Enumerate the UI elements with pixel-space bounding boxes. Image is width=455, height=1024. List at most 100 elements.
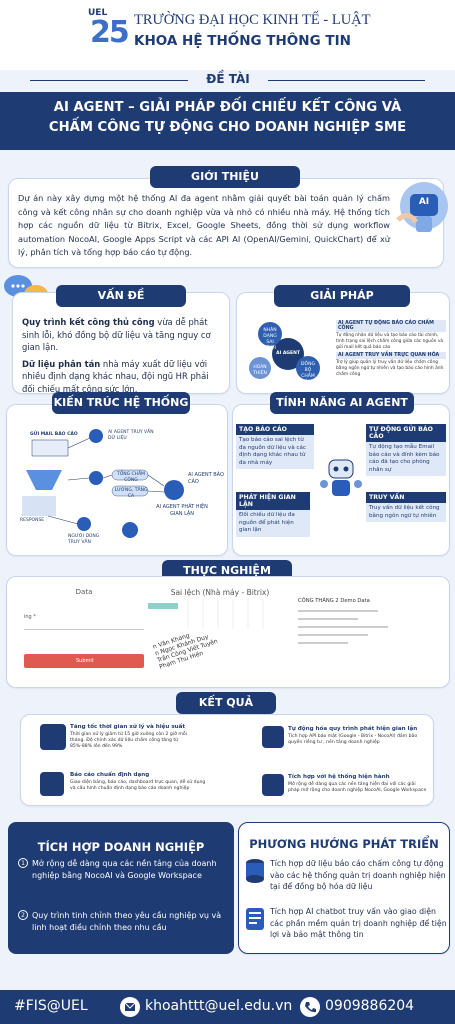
ai-robot-illustration: AI [394, 180, 450, 238]
feature2-title: TỰ ĐỘNG GỬI BÁO CÁO [366, 424, 446, 442]
result1-text: Thời gian xử lý giảm từ 15 giờ xuống còn… [70, 732, 187, 749]
result1-title: Tăng tốc thời gian xử lý và hiệu suất [70, 724, 186, 730]
topic-label: ĐỀ TÀI [188, 72, 268, 86]
feature1-title: TẠO BÁO CÁO [236, 424, 314, 435]
footer-hashtag: #FIS@UEL [14, 998, 88, 1014]
footer-phone[interactable]: 0909886204 [325, 998, 415, 1014]
integration-icon [262, 774, 284, 796]
chart-title: Sai lệch (Nhà máy - Bitrix) [170, 588, 270, 597]
topic-title-line1: AI AGENT – GIẢI PHÁP ĐỐI CHIẾU KẾT CÔNG … [53, 100, 402, 115]
solution-diagram: AI AGENT NHẬN DẠNG SAI LỆCH HOÀN THIỆN Đ… [242, 318, 334, 388]
automation-icon [262, 726, 284, 748]
future-item-2: Tích hợp AI chatbot truy vấn vào giao di… [244, 906, 448, 941]
feature-auto-send: TỰ ĐỘNG GỬI BÁO CÁO Tự động tạo mẫu Emai… [366, 424, 446, 476]
ai-badge: AI [418, 197, 430, 207]
problem-p1-rest: vừa dễ phát sinh lỗi, khó đồng bộ dữ liệ… [22, 317, 211, 352]
problem-card [12, 292, 230, 394]
sheet-title: CÔNG THÁNG 2 Demo Data [298, 598, 370, 604]
future-card: PHƯƠNG HƯỚNG PHÁT TRIỂN [238, 822, 450, 954]
result2-text: Tích hợp API báo mật (Google - Bitrix - … [288, 734, 418, 745]
problem-p1-bold: Quy trình kết công thủ công [22, 317, 155, 327]
problem-p2-bold: Dữ liệu phân tán [22, 358, 101, 369]
solution-item-2: AI AGENT TRUY VẤN TRỰC QUAN HÓA Trợ lý g… [336, 352, 446, 378]
form-field-input[interactable] [24, 629, 144, 630]
problem-paragraph-2: Dữ liệu phân tán nhà máy xuất dữ liệu vớ… [22, 358, 222, 396]
future-text-2: Tích hợp AI chatbot truy vấn vào giao di… [270, 907, 447, 939]
experiment-sheet: CÔNG THÁNG 2 Demo Data [298, 598, 444, 682]
result-speed: Tăng tốc thời gian xử lý và hiệu suất Th… [40, 724, 220, 758]
problem-p2-rest: nhà máy xuất dữ liệu với nhiều định dạng… [22, 358, 209, 394]
result4-title: Tích hợp với hệ thống hiện hành [288, 774, 390, 780]
results-title: KẾT QUẢ [176, 692, 276, 714]
integration-item-1: 1 Mở rộng dễ dàng qua các nền tảng của d… [18, 858, 226, 882]
feature3-title: PHÁT HIỆN GIAN LẬN [236, 492, 310, 510]
result3-text: Giao diện bảng, báo cáo, dashboard trực … [70, 780, 206, 791]
feature3-text: Đối chiếu dữ liệu đa nguồn để phát hiện … [236, 510, 310, 537]
topic-banner: AI AGENT – GIẢI PHÁP ĐỐI CHIẾU KẾT CÔNG … [0, 92, 455, 150]
integration-text-1: Mở rộng dễ dàng qua các nền tảng của doa… [32, 859, 217, 880]
result3-title: Báo cáo chuẩn định dạng [70, 772, 150, 778]
experiment-form: Data ing * Submit [24, 588, 144, 682]
arch-label-query-agent: AI AGENT TRUY VẤN DỮ LIỆU [108, 430, 154, 441]
footer-email[interactable]: khoahttt@uel.edu.vn [145, 998, 293, 1014]
intro-text: Dự án này xây dựng một hệ thống AI đa ag… [18, 193, 390, 257]
speed-icon [40, 724, 66, 750]
phone-icon [300, 997, 320, 1017]
result-fraud-automation: Tự động hóa quy trình phát hiện gian lận… [262, 726, 432, 756]
solution-item2-title: AI AGENT TRUY VẤN TRỰC QUAN HÓA [336, 352, 446, 359]
university-name: TRƯỜNG ĐẠI HỌC KINH TẾ - LUẬT [134, 12, 371, 28]
experiment-card [6, 576, 450, 688]
integration-text-2: Quy trình tinh chỉnh theo yêu cầu nghiệp… [32, 911, 222, 932]
future-title: PHƯƠNG HƯỚNG PHÁT TRIỂN [249, 837, 439, 851]
solution-node-1: NHẬN DẠNG SAI LỆCH [263, 328, 277, 351]
arch-label-user-query: NGƯỜI DÙNG TRUY VẤN [68, 534, 100, 545]
footer: #FIS@UEL khoahttt@uel.edu.vn 0909886204 [0, 990, 455, 1024]
robot-icon [318, 454, 364, 504]
feature-query: TRUY VẤN Truy vấn dữ liệu kết công bằng … [366, 492, 446, 522]
result-integration: Tích hợp với hệ thống hiện hành Mở rộng … [262, 774, 432, 804]
topic-title-line2: CHẤM CÔNG TỰ ĐỘNG CHO DOANH NGHIỆP SME [48, 120, 407, 135]
solution-item-1: AI AGENT TỰ ĐỘNG BÁO CÁO CHẤM CÔNG Tự độ… [336, 320, 446, 351]
form-title: Data [75, 588, 93, 596]
arch-label-report-agent: AI AGENT BÁO CÁO [188, 472, 224, 485]
result-standard-report: Báo cáo chuẩn định dạng Giao diện bảng, … [40, 772, 220, 802]
chatbot-icon [244, 906, 266, 932]
integration-num-2: 2 [18, 910, 28, 920]
integration-title: TÍCH HỢP DOANH NGHIỆP [37, 840, 205, 854]
feature4-text: Truy vấn dữ liệu kết công bằng ngôn ngữ … [366, 503, 446, 522]
arch-label-fraud-agent: AI AGENT PHÁT HIỆN GIAN LẬN [156, 504, 208, 517]
header: UEL 25 TRƯỜNG ĐẠI HỌC KINH TẾ - LUẬT KHO… [0, 0, 455, 70]
feature4-title: TRUY VẤN [366, 492, 446, 503]
result2-title: Tự động hóa quy trình phát hiện gian lận [288, 726, 418, 732]
email-icon [120, 997, 140, 1017]
arch-label-response: RESPONSE [20, 518, 45, 523]
future-text-1: Tích hợp dữ liệu báo cáo chấm công tự độ… [270, 859, 446, 891]
solution-center-label: AI AGENT [276, 351, 300, 356]
feature-fraud: PHÁT HIỆN GIAN LẬN Đối chiếu dữ liệu đa … [236, 492, 310, 537]
database-icon [244, 858, 266, 884]
arch-label-mail: GỬI MAIL BÁO CÁO [30, 432, 78, 437]
feature2-text: Tự động tạo mẫu Email báo cáo và đính kè… [366, 442, 446, 476]
problem-text: Quy trình kết công thủ công vừa dễ phát … [22, 316, 222, 395]
results-card [20, 714, 434, 806]
architecture-title: KIẾN TRÚC HỆ THỐNG [52, 392, 190, 414]
logo-number: 25 [90, 15, 130, 50]
intro-card [8, 178, 444, 268]
form-submit-button[interactable]: Submit [24, 654, 144, 668]
arch-label-total: TỔNG CHẤM CÔNG [116, 472, 146, 483]
architecture-diagram: GỬI MAIL BÁO CÁO AI AGENT TRUY VẤN DỮ LI… [12, 420, 224, 552]
future-item-1: Tích hợp dữ liệu báo cáo chấm công tự độ… [244, 858, 448, 893]
problem-title: VẤN ĐỀ [56, 285, 186, 307]
feature-create-report: TẠO BÁO CÁO Tạo báo cáo sai lệch từ đa n… [236, 424, 314, 469]
feature1-text: Tạo báo cáo sai lệch từ đa nguồn dữ liệu… [236, 435, 314, 469]
arch-label-salary: LƯƠNG, TĂNG CA [114, 488, 148, 499]
integration-item-2: 2 Quy trình tinh chỉnh theo yêu cầu nghi… [18, 910, 226, 934]
logo-text: UEL [88, 8, 108, 18]
sheet-lines [298, 610, 444, 644]
solution-item1-text: Tự động nhận dữ liệu và tạo báo cáo tài … [336, 333, 444, 350]
intro-title: GIỚI THIỆU [150, 166, 300, 188]
solution-item1-title: AI AGENT TỰ ĐỘNG BÁO CÁO CHẤM CÔNG [336, 320, 446, 332]
form-field-label: ing * [24, 614, 36, 620]
solution-item2-text: Trợ lý giúp quản lý truy vấn dữ liệu chấ… [336, 360, 444, 377]
solution-node-2: HOÀN THIỆN [253, 365, 267, 376]
